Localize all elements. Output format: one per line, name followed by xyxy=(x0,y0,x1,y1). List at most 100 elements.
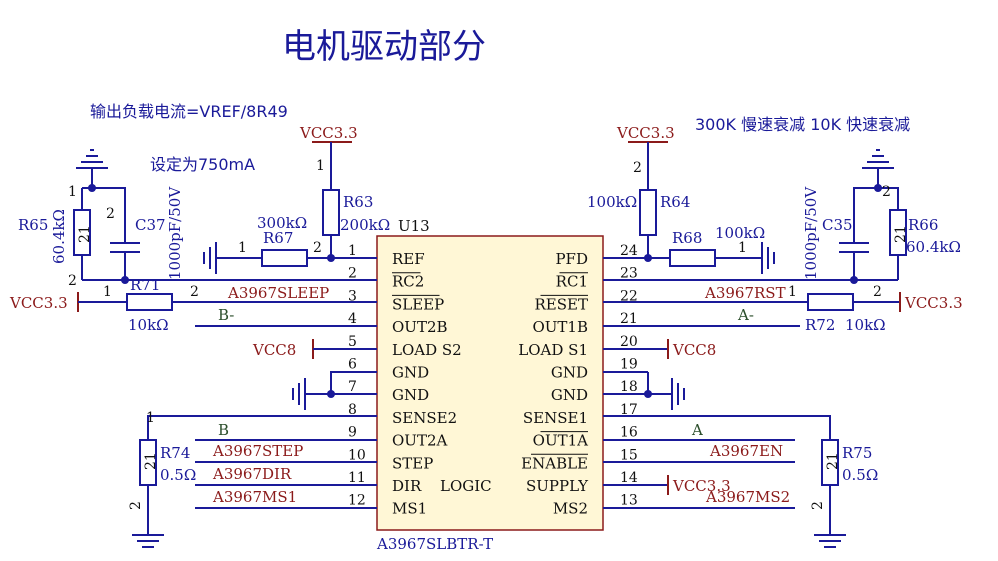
r75-value: 0.5Ω xyxy=(842,466,878,484)
pin-number-11: 11 xyxy=(348,470,366,486)
pin-name-11: DIR xyxy=(392,477,422,495)
pin-name-18: GND xyxy=(551,386,588,404)
r72-resistor xyxy=(807,293,854,311)
r68-value: 100kΩ xyxy=(715,224,765,242)
vcc8-label-right: VCC8 xyxy=(672,341,716,359)
pin-name-7: GND xyxy=(392,386,429,404)
pin-number-3: 3 xyxy=(348,288,357,304)
r64-value: 100kΩ xyxy=(587,193,637,211)
ground-symbol-left-top xyxy=(76,149,108,188)
pin-number-6: 6 xyxy=(348,357,357,373)
c35-ref: C35 xyxy=(822,216,853,234)
pin-number-17: 17 xyxy=(620,402,638,418)
u13-ref: U13 xyxy=(398,217,430,235)
r72-ref: R72 xyxy=(805,316,835,334)
pin-name-24: PFD xyxy=(555,250,588,268)
net-ms1: A3967MS1 xyxy=(212,488,297,506)
r65-pin1: 1 xyxy=(68,184,77,200)
r65-pin2: 2 xyxy=(68,273,77,289)
r67-value: 300kΩ xyxy=(257,214,307,232)
svg-text:21: 21 xyxy=(825,452,841,470)
r68-pin1: 1 xyxy=(738,240,747,256)
pin-number-4: 4 xyxy=(348,311,357,327)
r74-pin1: 1 xyxy=(146,410,155,426)
r71-ref: R71 xyxy=(130,276,160,294)
c35-capacitor xyxy=(839,232,869,280)
pin-number-1: 1 xyxy=(348,243,357,259)
pin-number-10: 10 xyxy=(348,447,366,463)
ic-center-label: LOGIC xyxy=(440,477,492,495)
r74-pin2: 2 xyxy=(128,501,144,510)
r72-pin1: 1 xyxy=(788,284,797,300)
vcc8-label-left: VCC8 xyxy=(252,341,296,359)
ground-symbol-r75 xyxy=(814,534,846,548)
pin-name-19: GND xyxy=(551,364,588,382)
pin-number-7: 7 xyxy=(348,379,357,395)
r63-pin1: 1 xyxy=(316,158,325,174)
pin-name-22: RESET xyxy=(535,295,588,313)
setting-note: 设定为750mA xyxy=(150,155,255,174)
pin-number-16: 16 xyxy=(620,425,638,441)
pin-number-18: 18 xyxy=(620,379,638,395)
pin-number-2: 2 xyxy=(348,266,357,282)
ground-symbol-right-top xyxy=(862,149,894,188)
ground-symbol-left-mid xyxy=(292,378,306,410)
pin-number-13: 13 xyxy=(620,493,638,509)
net-ms2: A3967MS2 xyxy=(705,488,790,506)
ground-symbol-r74 xyxy=(132,534,164,548)
pin-name-6: GND xyxy=(392,364,429,382)
pin-number-9: 9 xyxy=(348,425,357,441)
r67-pin1: 1 xyxy=(238,240,247,256)
ground-symbol-r68 xyxy=(761,242,775,274)
pin-name-17: SENSE1 xyxy=(523,409,588,427)
vcc-label-supply: VCC3.3 xyxy=(672,477,731,495)
r71-pin2: 2 xyxy=(190,284,199,300)
pin-number-14: 14 xyxy=(620,470,638,486)
net-step: A3967STEP xyxy=(212,442,303,460)
vcc-label-r71: VCC3.3 xyxy=(9,294,68,312)
c37-value: 1000pF/50V xyxy=(166,186,184,280)
r64-pin2: 2 xyxy=(633,160,642,176)
pin-name-3: SLEEP xyxy=(392,295,444,313)
net-a: A xyxy=(691,421,703,439)
r71-resistor xyxy=(126,293,173,311)
net-b: B xyxy=(218,421,229,439)
page-title: 电机驱动部分 xyxy=(282,27,486,67)
c37-pin2: 2 xyxy=(106,206,115,222)
r65-ref: R65 xyxy=(18,216,48,234)
pin-name-10: STEP xyxy=(392,454,433,472)
r63-value: 200kΩ xyxy=(340,216,390,234)
vcc-label-r72: VCC3.3 xyxy=(904,294,963,312)
ground-symbol-right-mid xyxy=(671,378,685,410)
svg-text:21: 21 xyxy=(77,225,93,243)
vcc-label-r64: VCC3.3 xyxy=(616,124,675,142)
r67-ref: R67 xyxy=(263,229,293,247)
pin-name-12: MS1 xyxy=(392,500,427,518)
r66-pin2: 2 xyxy=(882,184,891,200)
net-en: A3967EN xyxy=(709,442,783,460)
r63-resistor xyxy=(322,189,340,236)
net-dir: A3967DIR xyxy=(212,465,292,483)
r75-ref: R75 xyxy=(842,444,872,462)
pin-name-2: RC2 xyxy=(392,273,424,291)
r74-ref: R74 xyxy=(160,444,190,462)
r71-value: 10kΩ xyxy=(128,316,169,334)
r66-value: 60.4kΩ xyxy=(906,238,961,256)
net-a-minus: A- xyxy=(737,306,754,324)
r67-resistor xyxy=(261,249,308,267)
pin-name-5: LOAD S2 xyxy=(392,341,462,359)
pin-number-21: 21 xyxy=(620,311,638,327)
c37-capacitor xyxy=(110,232,140,280)
net-b-minus: B- xyxy=(218,306,234,324)
pin-name-13: MS2 xyxy=(553,500,588,518)
pin-number-24: 24 xyxy=(620,243,638,259)
pin-name-9: OUT2A xyxy=(392,432,447,450)
pin-number-5: 5 xyxy=(348,334,357,350)
ic-part-number: A3967SLBTR-T xyxy=(376,535,493,553)
r64-ref: R64 xyxy=(660,193,690,211)
pin-name-8: SENSE2 xyxy=(392,409,457,427)
r66-ref: R66 xyxy=(908,216,938,234)
